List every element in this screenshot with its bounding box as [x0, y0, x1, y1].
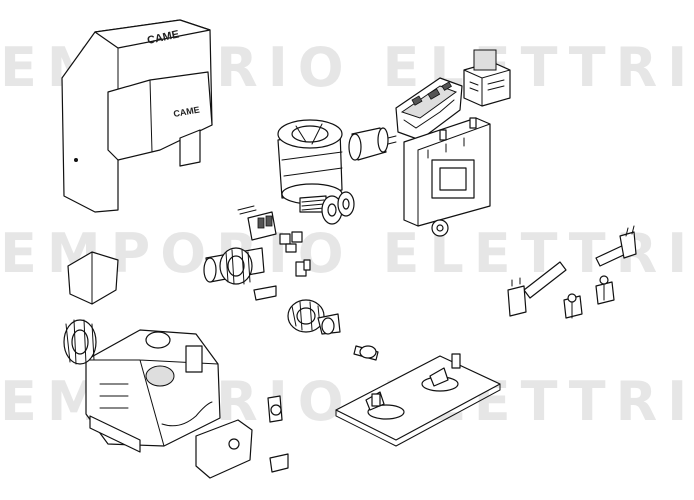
board-bracket: [403, 117, 491, 237]
limit-switch: [237, 205, 277, 241]
bolt-1: [563, 293, 583, 319]
release-cover: [195, 419, 253, 479]
front-logo-text: CAME: [173, 105, 201, 119]
limit-bracket-left: [507, 261, 567, 317]
motor-cover: CAME CAME: [61, 19, 213, 213]
screws: [267, 395, 289, 473]
connectors: [279, 231, 311, 277]
transformer: [463, 49, 511, 107]
mounting-plate: [335, 353, 501, 447]
worm-shaft: [203, 247, 277, 301]
gear-assembly: [287, 299, 341, 335]
gearbox-housing: [85, 329, 221, 453]
release-pin: [353, 345, 379, 361]
drive-gear: [63, 319, 97, 365]
spacers: [321, 191, 355, 225]
small-cover: [67, 251, 119, 305]
capacitor: [348, 127, 397, 161]
control-board: [395, 77, 463, 141]
bolt-2: [595, 275, 615, 305]
limit-bracket-right: [595, 225, 637, 267]
motor: [277, 119, 343, 213]
